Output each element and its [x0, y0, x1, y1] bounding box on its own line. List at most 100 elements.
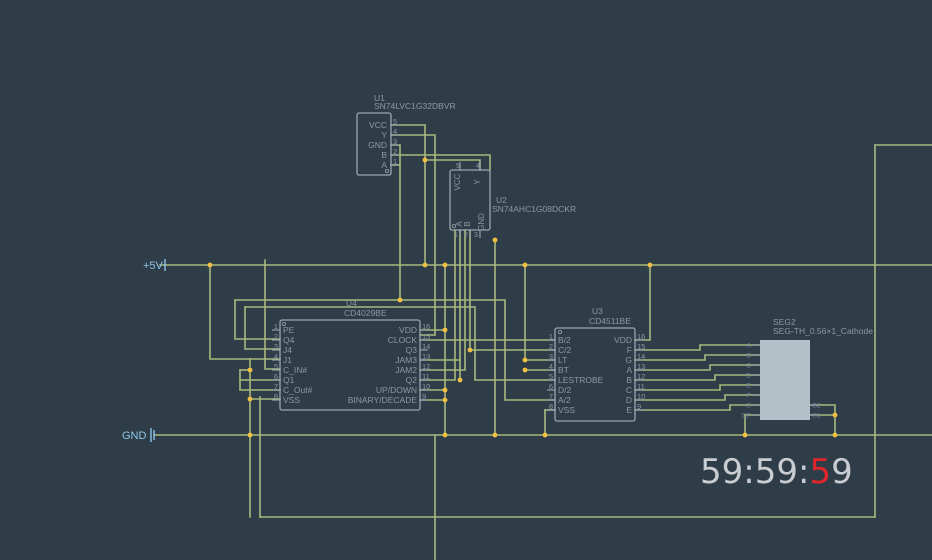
pin-name: C_Out#: [283, 385, 313, 395]
wires: [154, 124, 932, 560]
pin-name: E: [626, 405, 632, 415]
clock-separator-1: :: [743, 452, 755, 492]
junction-dot: [442, 432, 448, 438]
pin-number: 9: [422, 392, 426, 401]
wire-segment: [390, 124, 426, 266]
junction-dot: [492, 432, 498, 438]
wire-segment: [264, 259, 281, 370]
pin-number: 3: [474, 232, 478, 239]
pin-name: VDD: [614, 335, 632, 345]
wire-segment: [634, 354, 761, 361]
pin-name: JAM3: [395, 355, 417, 365]
wire-segment: [634, 394, 761, 401]
pin-number: 1: [393, 157, 397, 166]
pin-name: A: [455, 221, 464, 227]
pin-number: 8: [549, 402, 553, 411]
pin-number: 7: [274, 382, 278, 391]
pin-number: 5: [549, 372, 553, 381]
u4-pin1-dot: [281, 321, 286, 326]
pin-name: C: [746, 363, 751, 370]
u1-ref: U1: [374, 93, 385, 103]
u4-part: CD4029BE: [344, 308, 387, 318]
pin-number: 1: [274, 322, 278, 331]
pin-name: D: [626, 395, 632, 405]
pin-number: 4: [476, 163, 480, 170]
pin-number: 4: [393, 127, 397, 136]
seg2-part: SEG-TH_0.56×1_Cathode: [773, 326, 873, 336]
junction-dot: [247, 432, 253, 438]
pin-name: PE: [283, 325, 295, 335]
junction-dot: [522, 367, 528, 373]
pin-number: 13: [422, 352, 430, 361]
pin-name: VCC: [453, 173, 462, 190]
wire-segment: [419, 229, 456, 381]
power-vcc-symbol[interactable]: +5V: [143, 259, 166, 272]
u4-ref: U4: [346, 298, 357, 308]
pin-number: 12: [637, 372, 645, 381]
pin-name: B: [747, 353, 751, 360]
junction-dot: [832, 412, 838, 418]
pin-number: 5: [393, 117, 397, 126]
pin-name: LT: [558, 355, 567, 365]
pin-name: B/2: [558, 335, 571, 345]
u1-body: [356, 112, 392, 176]
junction-dot: [742, 432, 748, 438]
pin-name: G: [625, 355, 632, 365]
junction-dot: [207, 262, 213, 268]
pin-name: JAM2: [395, 365, 417, 375]
wire-segment: [419, 229, 466, 371]
junction-dot: [442, 397, 448, 403]
junction-dot: [247, 367, 253, 373]
pin-number: 10: [422, 382, 430, 391]
pin-name: B: [626, 375, 632, 385]
junction-dot: [467, 347, 473, 353]
pin-number: 16: [422, 322, 430, 331]
u2-part: SN74AHC1G08DCKR: [492, 204, 576, 214]
pin-name: B: [381, 150, 387, 160]
power-gnd-symbol[interactable]: GND: [122, 428, 155, 442]
pin-name: E: [747, 383, 752, 390]
pin-name: A/2: [558, 395, 571, 405]
pin-number: 6: [549, 382, 553, 391]
pin-name: BT: [558, 365, 569, 375]
junction-dot: [522, 357, 528, 363]
pin-number: 9: [637, 402, 641, 411]
u1-pin1-dot: [384, 168, 389, 173]
pin-number: 15: [637, 342, 645, 351]
pin-name: A: [381, 160, 387, 170]
pin-number: 1: [454, 232, 458, 239]
pin-number: 2: [274, 332, 278, 341]
pin-number: 16: [637, 332, 645, 341]
pin-name: Y: [381, 130, 387, 140]
wire-segment: [390, 134, 436, 336]
pin-name: BINARY/DECADE: [348, 395, 418, 405]
wire-segment: [209, 264, 281, 360]
pin-name: J4: [283, 345, 292, 355]
pin-number: 11: [637, 382, 645, 391]
pin-number: 4: [274, 352, 278, 361]
pin-number: 3: [549, 352, 553, 361]
wire-segment: [634, 344, 761, 351]
pin-name: F: [627, 345, 632, 355]
junction-dot: [397, 297, 403, 303]
wire-segment: [424, 159, 481, 171]
junction-dot: [542, 432, 548, 438]
wire-segment: [634, 264, 651, 341]
junction-dot: [522, 262, 528, 268]
pin-name: D/2: [558, 385, 572, 395]
pin-name: VSS: [283, 395, 300, 405]
wire-segment: [390, 154, 491, 171]
pin-name: Q3: [406, 345, 418, 355]
wire-segment: [244, 306, 556, 381]
pin-name: VSS: [558, 405, 575, 415]
pin-name: CLOCK: [388, 335, 418, 345]
